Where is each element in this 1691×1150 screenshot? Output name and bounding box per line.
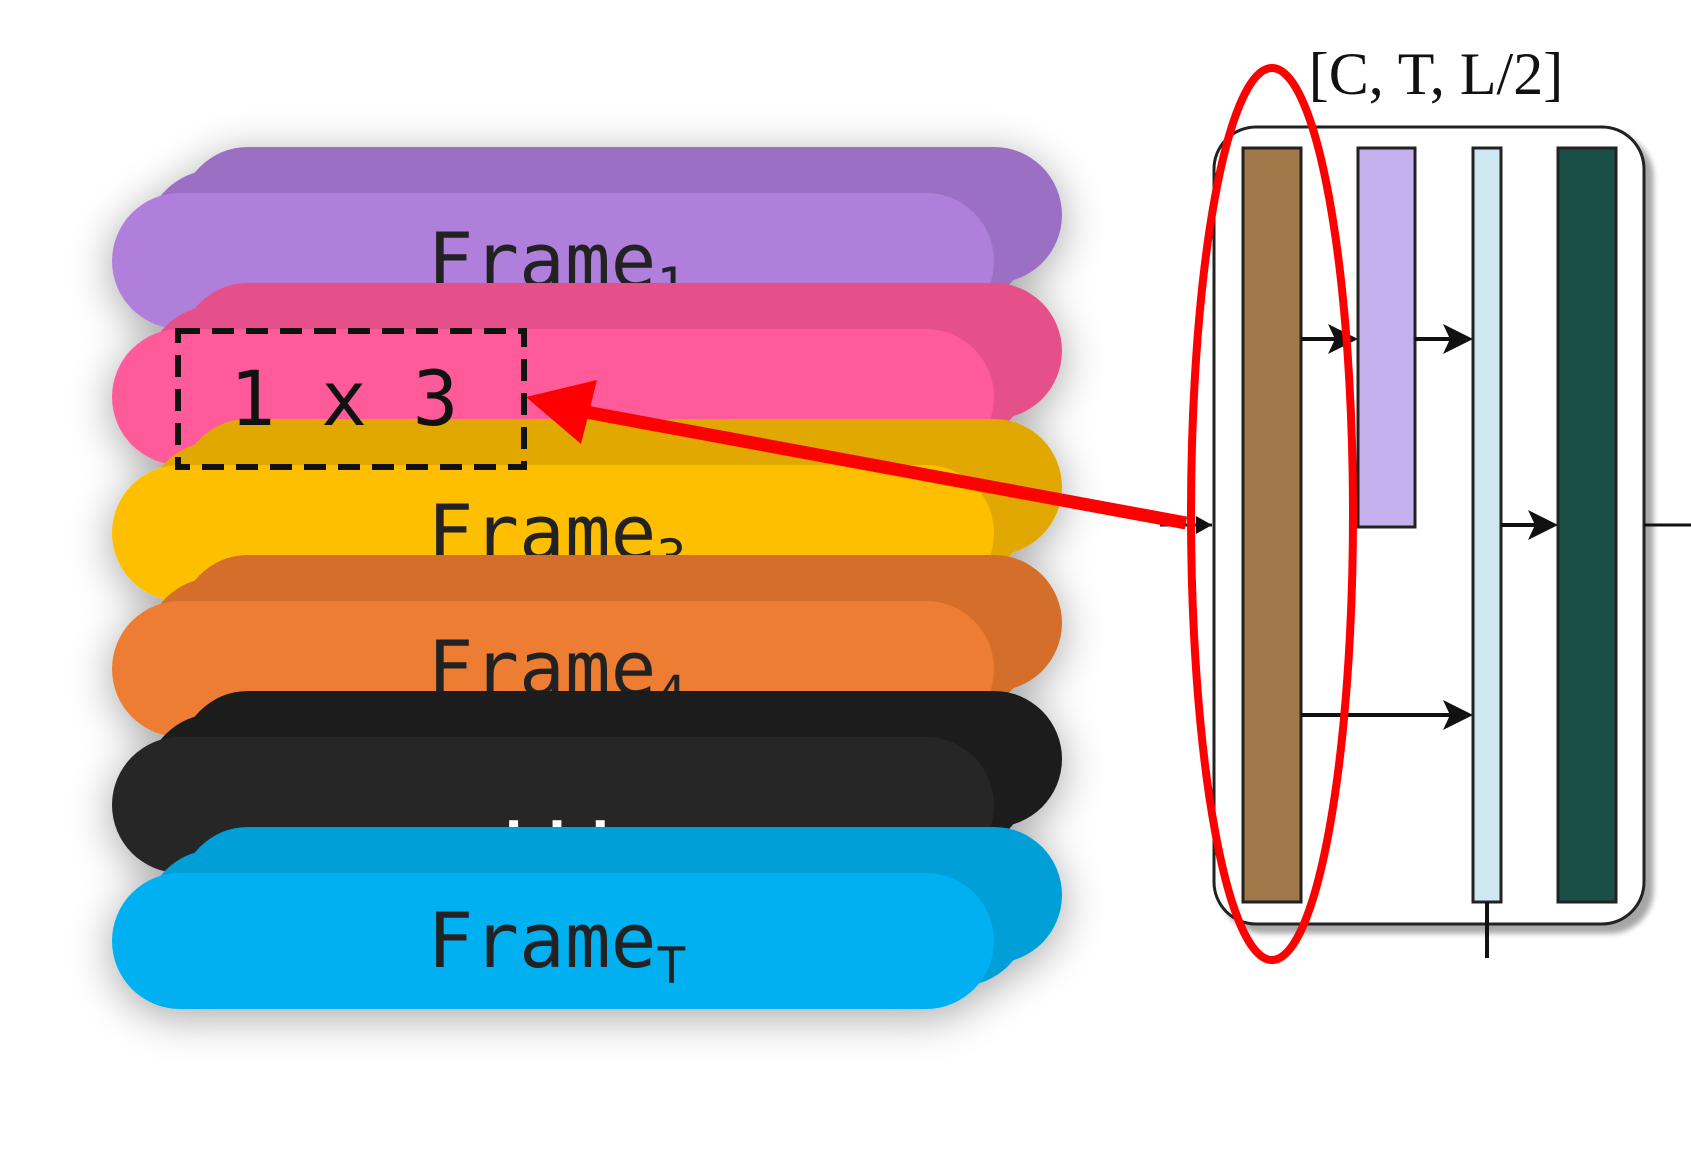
frame-row: FrameT [112,827,1062,1009]
frame-stack: Frame1Frame3Frame4...FrameT [112,147,1062,1009]
brown-conv-bar [1241,146,1303,904]
highlight-arrow-shaft [573,403,1188,530]
highlight-arrow [526,380,1188,530]
lavender-conv-bar [1356,146,1417,529]
frame-pill [112,873,994,1009]
frame-row: Frame4 [112,555,1062,737]
light-blue-conv-bar [1471,146,1503,904]
frame-label: FrameT [428,896,687,995]
highlight-ellipse [1187,64,1357,964]
kernel-dashed-box [175,328,527,470]
arrowhead-lightblue-top [1443,324,1473,354]
frame-label-subscript: T [656,937,686,995]
kernel-window: 1 x 3 [175,328,527,470]
highlight-arrowhead [526,380,597,444]
conv-block: [C, T, L/2] [1160,41,1691,958]
arrowhead-green [1528,510,1558,540]
frame-label-base: Frame [428,896,657,985]
kernel-label: 1 x 3 [230,354,459,443]
dark-green-conv-bar [1556,146,1618,904]
input-arrowhead [1196,516,1212,534]
block-shape-label: [C, T, L/2] [1309,41,1563,107]
arrowhead-lightblue-bottom [1443,700,1473,730]
